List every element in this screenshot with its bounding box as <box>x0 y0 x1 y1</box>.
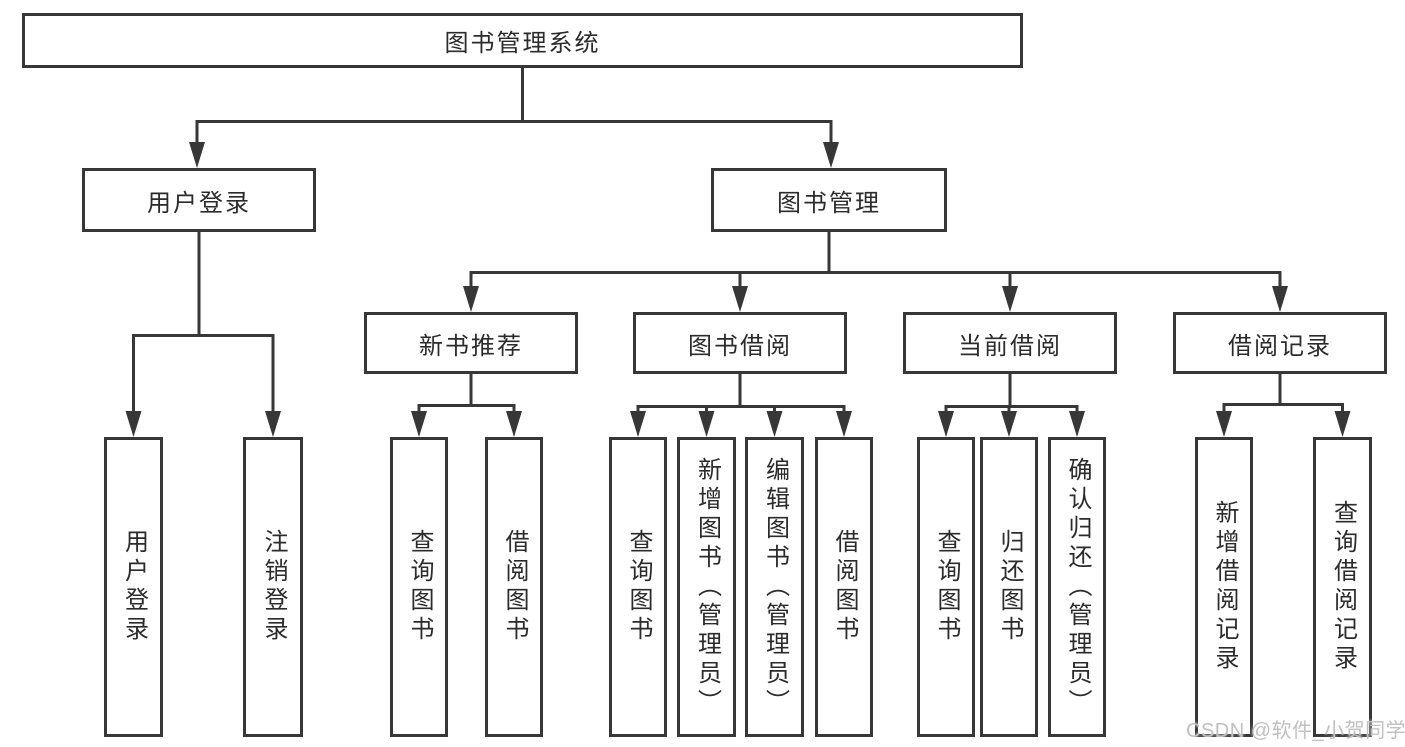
leaf-query-book-2-label: 查询图书 <box>625 529 652 645</box>
node-user-login-label: 用户登录 <box>147 189 251 217</box>
connector-newbook-to-leaves <box>417 374 516 414</box>
arrowhead <box>1216 411 1232 437</box>
leaf-edit-book-admin-label: 编辑图书（管理员） <box>761 456 789 718</box>
leaf-borrow-book-2: 借阅图书 <box>815 437 873 737</box>
node-current-borrow-label: 当前借阅 <box>958 332 1062 360</box>
leaf-borrow-book-1: 借阅图书 <box>485 437 543 737</box>
arrowhead <box>189 142 205 168</box>
arrowhead <box>125 411 142 437</box>
node-new-book-recommend: 新书推荐 <box>364 312 578 374</box>
leaf-query-book-2: 查询图书 <box>609 437 667 737</box>
connector-root-to-level2 <box>195 68 833 146</box>
leaf-edit-book-admin: 编辑图书（管理员） <box>745 437 804 737</box>
node-book-borrow: 图书借阅 <box>633 312 847 374</box>
node-user-login: 用户登录 <box>82 168 316 232</box>
arrowhead <box>1272 286 1288 312</box>
connector-bookmgmt-to-level3 <box>469 232 1282 290</box>
leaf-confirm-return-admin-label: 确认归还（管理员） <box>1064 456 1091 718</box>
arrowhead <box>630 411 646 437</box>
leaf-user-login: 用户登录 <box>104 437 163 737</box>
arrowhead <box>265 411 281 437</box>
csdn-watermark: CSDN @软件_小贺同学 <box>1186 720 1405 742</box>
arrowhead <box>823 142 839 168</box>
arrowhead <box>766 411 783 437</box>
connector-userlogin-to-leaves <box>132 232 275 414</box>
leaf-borrow-book-1-label: 借阅图书 <box>501 529 528 645</box>
leaf-return-book-label: 归还图书 <box>996 529 1023 645</box>
node-library-system: 图书管理系统 <box>22 13 1023 68</box>
arrowhead <box>698 411 715 437</box>
arrowhead <box>1334 411 1351 437</box>
node-library-system-label: 图书管理系统 <box>444 30 601 57</box>
node-borrow-record-label: 借阅记录 <box>1228 332 1332 360</box>
node-book-borrow-label: 图书借阅 <box>688 332 792 360</box>
connector-currentborrow-to-leaves <box>944 374 1079 414</box>
leaf-user-login-label: 用户登录 <box>120 529 148 645</box>
node-borrow-record: 借阅记录 <box>1173 312 1387 374</box>
arrowhead <box>732 286 748 312</box>
arrowhead <box>1069 411 1085 437</box>
leaf-add-book-admin-label: 新增图书（管理员） <box>693 456 721 718</box>
arrowhead <box>1001 411 1017 437</box>
leaf-query-book-1-label: 查询图书 <box>406 529 433 645</box>
leaf-query-borrow-record: 查询借阅记录 <box>1313 437 1372 737</box>
leaf-add-book-admin: 新增图书（管理员） <box>677 437 736 737</box>
leaf-logout: 注销登录 <box>243 437 303 737</box>
arrowhead <box>836 411 852 437</box>
leaf-query-book-3-label: 查询图书 <box>933 529 960 645</box>
leaf-query-book-3: 查询图书 <box>917 437 975 737</box>
arrowhead <box>938 411 954 437</box>
node-book-management: 图书管理 <box>711 168 947 232</box>
leaf-query-book-1: 查询图书 <box>390 437 448 737</box>
connector-bookborrow-to-leaves <box>636 374 846 414</box>
arrowhead <box>411 411 427 437</box>
leaf-return-book: 归还图书 <box>980 437 1038 737</box>
leaf-add-borrow-record-label: 新增借阅记录 <box>1211 500 1238 674</box>
leaf-confirm-return-admin: 确认归还（管理员） <box>1048 437 1106 737</box>
leaf-add-borrow-record: 新增借阅记录 <box>1195 437 1253 737</box>
arrowhead <box>463 286 479 312</box>
connector-borrowrecord-to-leaves <box>1222 374 1344 414</box>
leaf-borrow-book-2-label: 借阅图书 <box>831 529 858 645</box>
node-new-book-recommend-label: 新书推荐 <box>419 332 523 360</box>
arrowhead <box>506 411 522 437</box>
leaf-logout-label: 注销登录 <box>260 529 287 645</box>
arrowhead <box>1002 286 1018 312</box>
leaf-query-borrow-record-label: 查询借阅记录 <box>1329 500 1357 674</box>
node-book-management-label: 图书管理 <box>777 189 881 217</box>
node-current-borrow: 当前借阅 <box>903 312 1117 374</box>
